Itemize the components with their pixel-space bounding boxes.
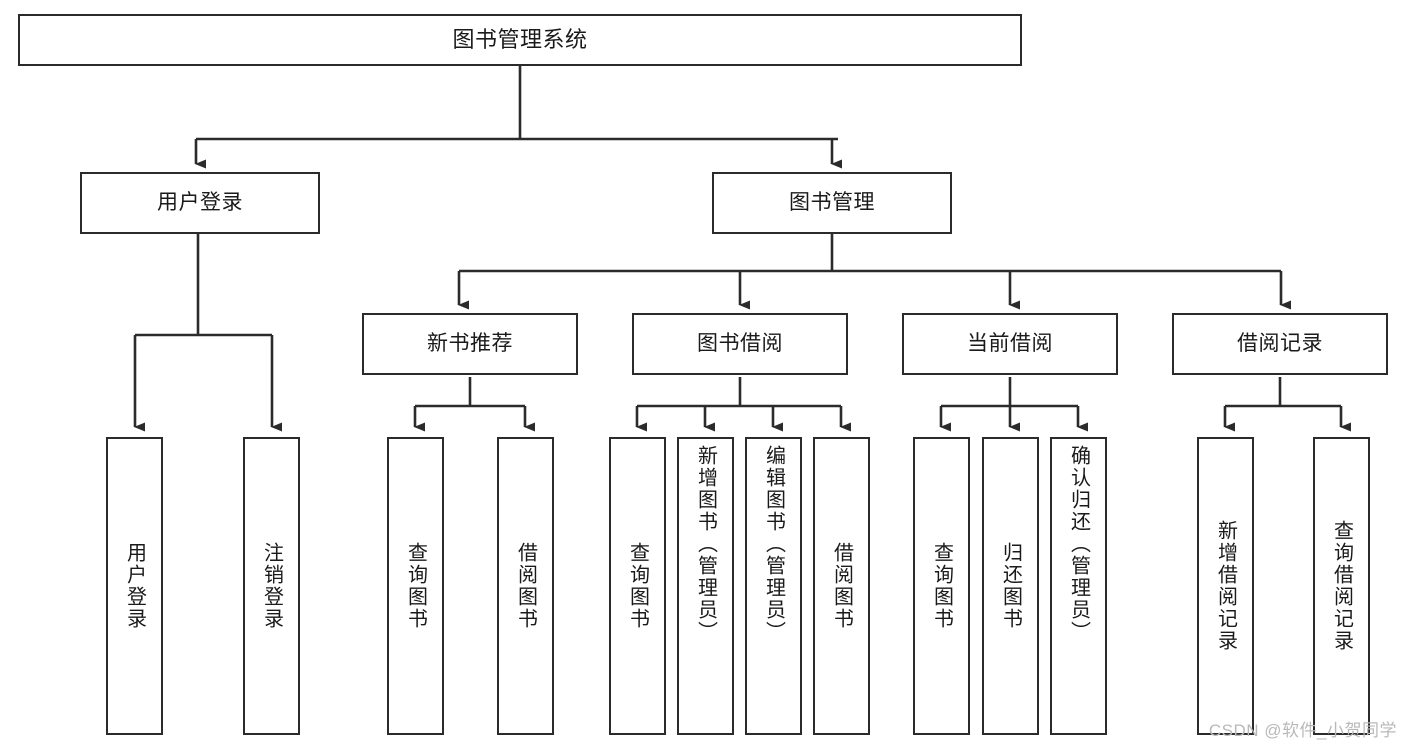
node-label: 新增借阅记录	[1214, 520, 1237, 652]
csdn-watermark: CSDN @软件_小贺同学	[1208, 721, 1397, 740]
leaf-book-borrow-query-book[interactable]: 查询图书	[609, 437, 666, 735]
leaf-new-book-borrow-book[interactable]: 借阅图书	[497, 437, 554, 735]
node-label: 用户登录	[123, 542, 146, 630]
node-label: 注销登录	[260, 542, 283, 630]
node-book-borrow[interactable]: 图书借阅	[632, 313, 848, 375]
node-new-book-recommend[interactable]: 新书推荐	[362, 313, 578, 375]
node-label: 新书推荐	[427, 331, 513, 355]
node-root-system[interactable]: 图书管理系统	[18, 14, 1022, 66]
leaf-book-borrow-edit-book-admin[interactable]: 编辑图书（管理员）	[745, 437, 802, 735]
node-label: 借阅图书	[514, 542, 537, 630]
leaf-current-borrow-return-book[interactable]: 归还图书	[982, 437, 1039, 735]
leaf-new-book-query-book[interactable]: 查询图书	[387, 437, 444, 735]
node-label: 查询图书	[404, 542, 427, 630]
leaf-user-login-logout[interactable]: 注销登录	[243, 437, 300, 735]
node-label: 查询图书	[930, 542, 953, 630]
node-label: 新增图书（管理员）	[694, 445, 717, 643]
node-label: 归还图书	[999, 542, 1022, 630]
node-label: 查询借阅记录	[1330, 520, 1353, 652]
node-current-borrow[interactable]: 当前借阅	[902, 313, 1118, 375]
leaf-book-borrow-add-book-admin[interactable]: 新增图书（管理员）	[677, 437, 734, 735]
node-label: 图书管理系统	[452, 27, 588, 53]
node-label: 编辑图书（管理员）	[762, 445, 785, 643]
leaf-book-borrow-borrow-book[interactable]: 借阅图书	[813, 437, 870, 735]
leaf-borrow-record-add-record[interactable]: 新增借阅记录	[1197, 437, 1254, 735]
leaf-current-borrow-query-book[interactable]: 查询图书	[913, 437, 970, 735]
node-label: 确认归还（管理员）	[1067, 445, 1090, 643]
leaf-current-borrow-confirm-return-admin[interactable]: 确认归还（管理员）	[1050, 437, 1107, 735]
node-label: 当前借阅	[967, 331, 1053, 355]
node-label: 借阅记录	[1237, 331, 1323, 355]
node-borrow-record[interactable]: 借阅记录	[1172, 313, 1388, 375]
node-book-management[interactable]: 图书管理	[712, 172, 952, 234]
node-label: 借阅图书	[830, 542, 853, 630]
node-label: 查询图书	[626, 542, 649, 630]
node-user-login[interactable]: 用户登录	[80, 172, 320, 234]
node-label: 用户登录	[157, 190, 243, 214]
leaf-borrow-record-query-record[interactable]: 查询借阅记录	[1313, 437, 1370, 735]
node-label: 图书管理	[789, 190, 875, 214]
leaf-user-login-login[interactable]: 用户登录	[106, 437, 163, 735]
node-label: 图书借阅	[697, 331, 783, 355]
